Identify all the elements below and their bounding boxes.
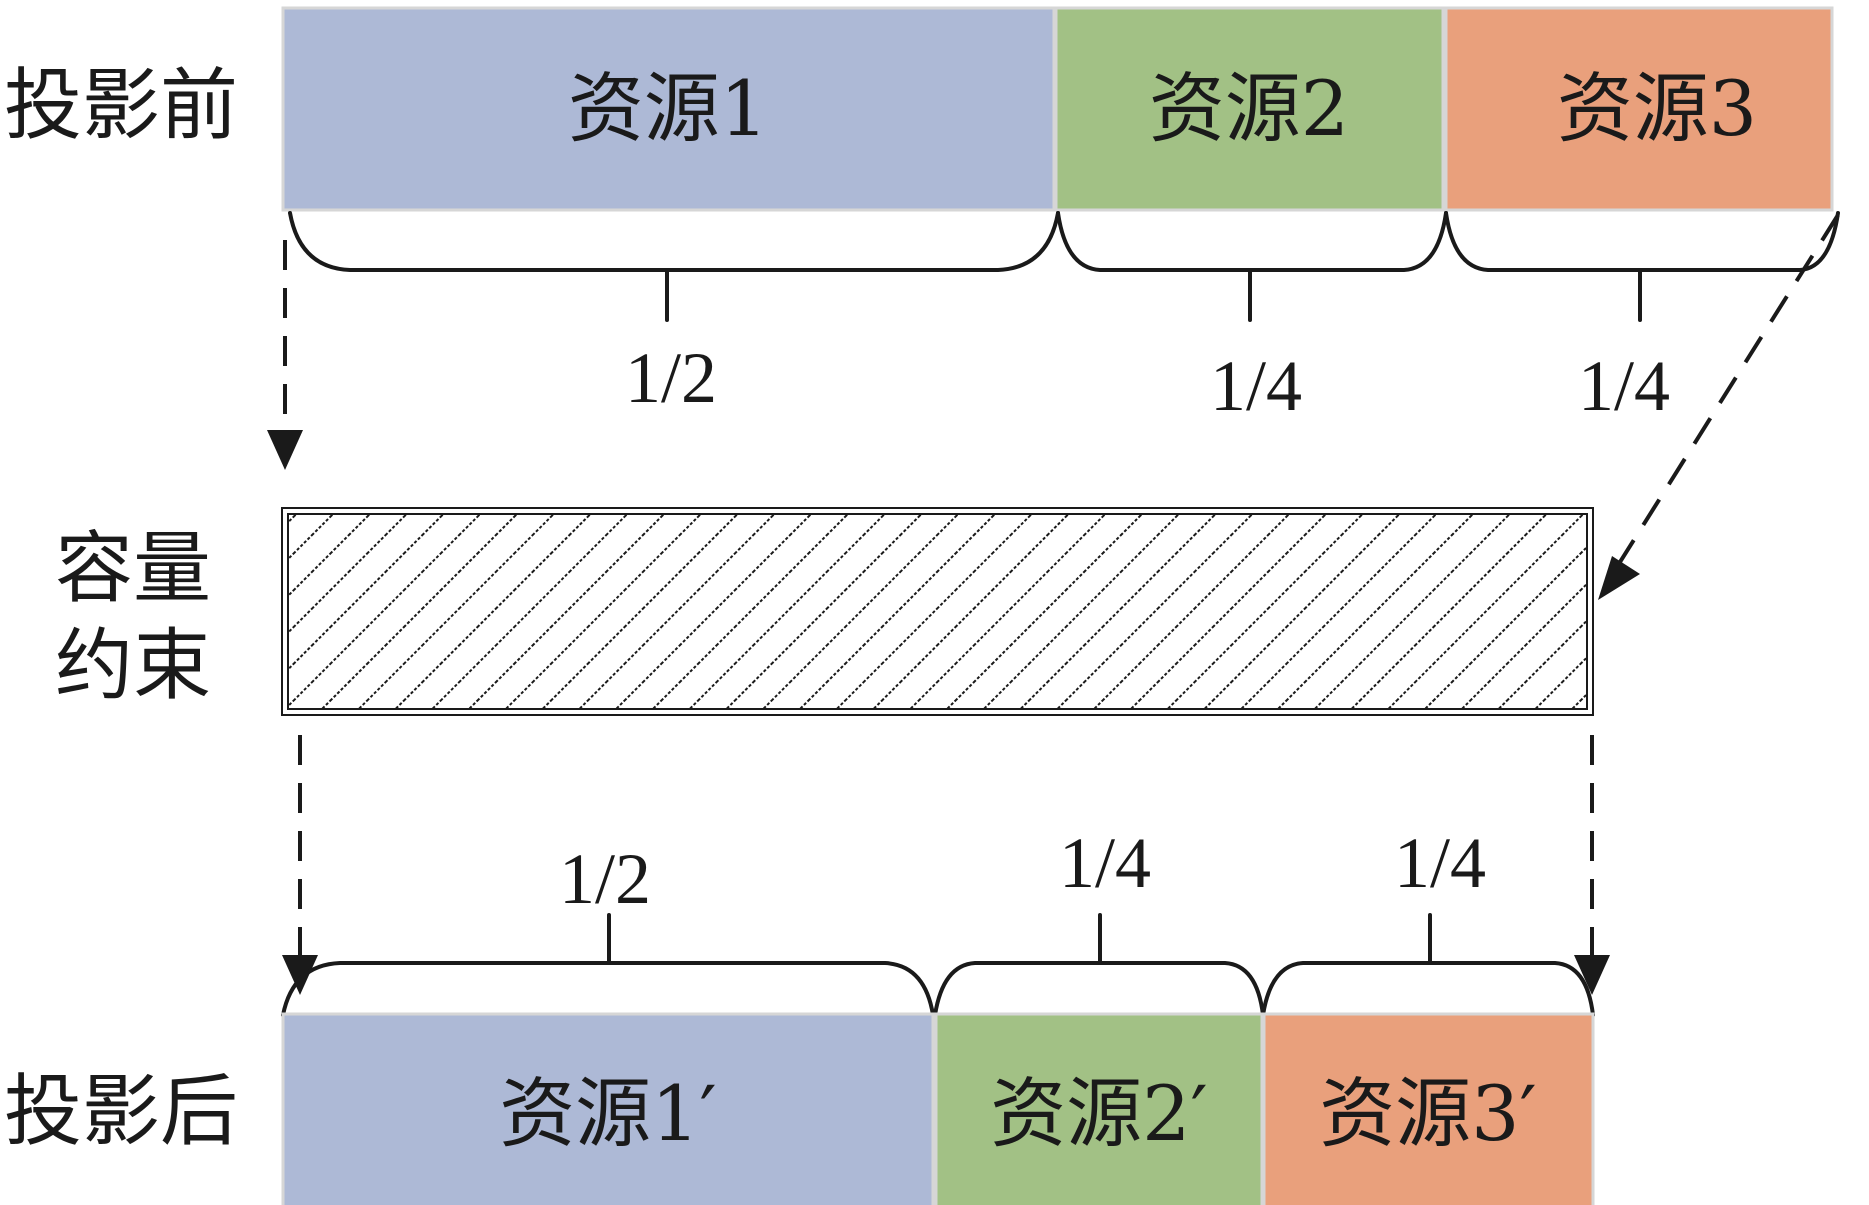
projection-arrows: [267, 213, 1840, 995]
arrow-head-right: [1574, 955, 1610, 995]
after-block-label-3: 资源3′: [1319, 1069, 1537, 1158]
after-block-resource-1: [281, 1012, 935, 1205]
after-braces: [281, 913, 1595, 1017]
before-fraction-1: 1/2: [625, 338, 717, 418]
before-block-label-1: 资源1: [568, 64, 768, 153]
before-block-resource-3: [1444, 6, 1834, 212]
after-fraction-2: 1/4: [1059, 823, 1151, 903]
after-brace-2: [933, 913, 1265, 1017]
arrow-head-diagonal: [1598, 556, 1640, 600]
after-blocks: 资源1′ 资源2′ 资源3′: [281, 1012, 1595, 1205]
before-brace-2: [1056, 211, 1448, 322]
before-block-label-2: 资源2: [1149, 64, 1349, 153]
label-before: 投影前: [4, 61, 238, 151]
after-brace-3: [1261, 913, 1595, 1017]
before-braces: [288, 211, 1840, 322]
before-block-resource-1: [281, 6, 1056, 212]
arrow-head-left-2: [282, 955, 318, 995]
before-fraction-3: 1/4: [1578, 346, 1670, 426]
label-constraint-line1: 容量: [55, 524, 211, 614]
after-block-resource-2: [934, 1012, 1264, 1205]
arrow-diagonal: [1613, 213, 1840, 572]
capacity-constraint-bar: [281, 507, 1594, 716]
after-fraction-1: 1/2: [559, 839, 651, 919]
after-block-label-1: 资源1′: [499, 1069, 717, 1158]
label-after: 投影后: [4, 1067, 238, 1157]
before-brace-3: [1444, 211, 1840, 322]
before-fraction-2: 1/4: [1210, 346, 1302, 426]
after-fraction-3: 1/4: [1394, 823, 1486, 903]
after-block-resource-3: [1262, 1012, 1595, 1205]
before-brace-1: [288, 211, 1060, 322]
before-block-resource-2: [1054, 6, 1445, 212]
after-brace-1: [281, 913, 935, 1017]
label-constraint-line2: 约束: [55, 621, 211, 711]
arrow-head-left-1: [267, 430, 303, 470]
before-blocks: 资源1 资源2 资源3: [281, 6, 1834, 212]
after-block-label-2: 资源2′: [990, 1069, 1208, 1158]
before-block-label-3: 资源3: [1557, 64, 1757, 153]
